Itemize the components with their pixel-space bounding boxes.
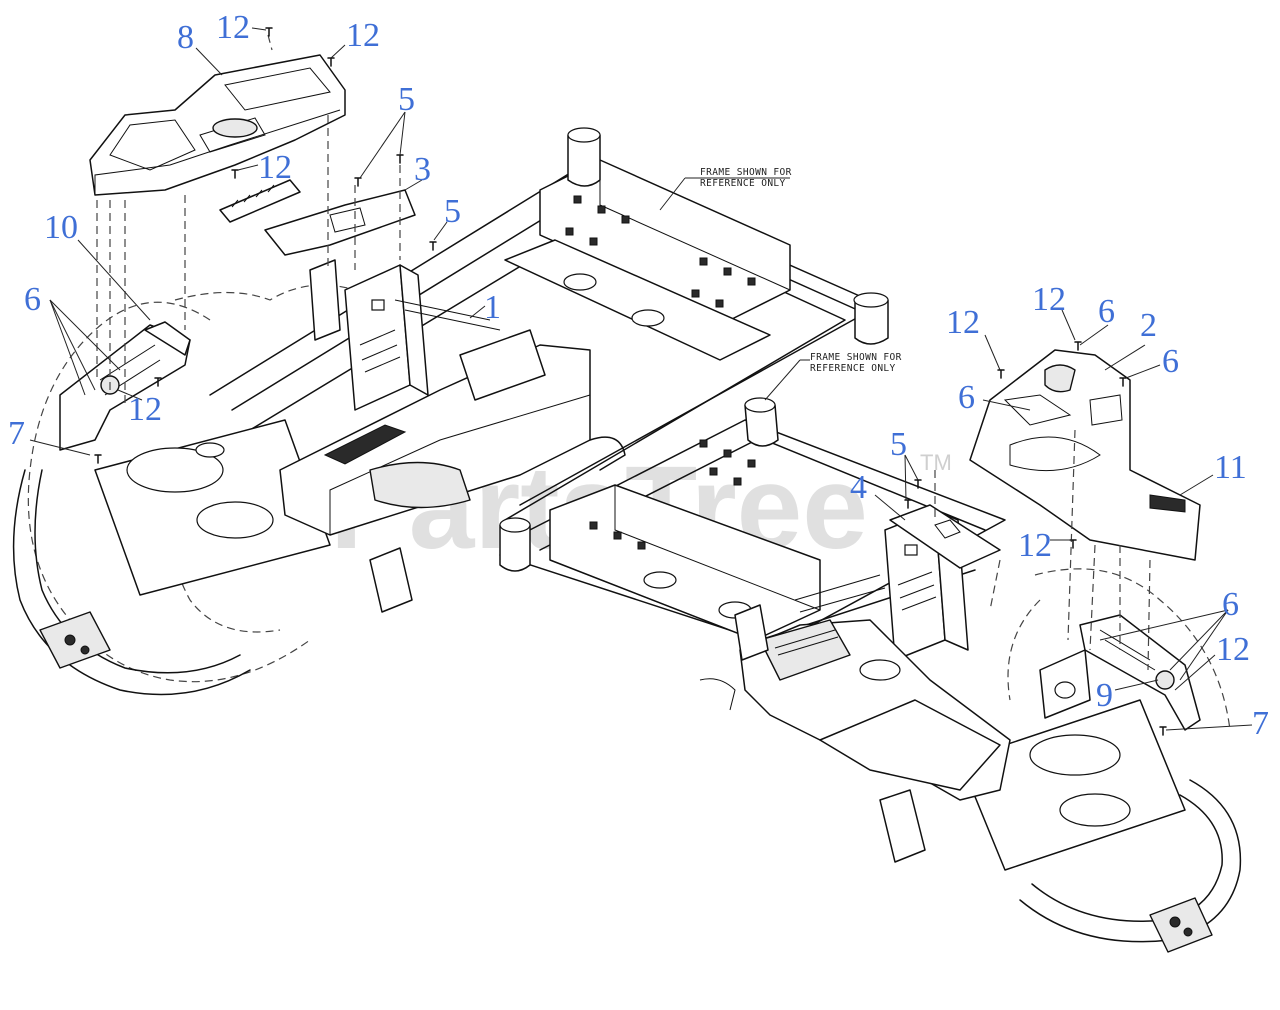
note-right-line1: FRAME SHOWN FOR: [810, 352, 902, 363]
part-4-bracket: [889, 504, 1001, 569]
part-3-bracket: [219, 179, 416, 256]
callout-label: 9: [1096, 677, 1113, 714]
watermark-trademark: TM: [920, 450, 952, 475]
leader-lines: [29, 27, 1253, 731]
callout-label: 7: [1252, 705, 1269, 742]
callout-label: 1: [484, 289, 501, 326]
part-8-console-cover: [89, 54, 346, 196]
callout-label: 2: [1140, 307, 1157, 344]
note-right-line2: REFERENCE ONLY: [810, 363, 896, 374]
part-9-side-panel: [1039, 614, 1201, 731]
steering-column-upper: [309, 259, 501, 411]
part-2-11-console-cover: [969, 349, 1201, 561]
callout-label: 5: [398, 81, 415, 118]
callout-label: 12: [1032, 281, 1066, 318]
note-frame-reference-left: FRAME SHOWN FOR REFERENCE ONLY: [700, 167, 792, 189]
callout-label: 5: [890, 426, 907, 463]
callout-label: 10: [44, 209, 78, 246]
frame-upper-holes: [565, 195, 756, 308]
callout-label: 4: [850, 469, 867, 506]
callout-label: 6: [1162, 343, 1179, 380]
callout-label: 11: [1214, 449, 1247, 486]
callout-label: 12: [1018, 527, 1052, 564]
assembly-lines-upper: [96, 34, 401, 405]
frame-lower-holes: [589, 439, 756, 550]
callout-label: 3: [414, 151, 431, 188]
callout-label: 5: [444, 193, 461, 230]
callout-label: 12: [258, 149, 292, 186]
callout-label: 7: [8, 415, 25, 452]
callout-label: 12: [128, 391, 162, 428]
fender-console-upper: [279, 329, 626, 536]
callout-label: 12: [946, 304, 980, 341]
frame-upper: [12, 127, 889, 696]
callout-label: 6: [1222, 586, 1239, 623]
callout-label: 6: [958, 379, 975, 416]
frame-lower: [369, 397, 1242, 953]
fender-console-lower: [699, 604, 1011, 801]
callout-label: 12: [1216, 631, 1250, 668]
note-frame-reference-right: FRAME SHOWN FOR REFERENCE ONLY: [810, 352, 902, 374]
callout-label: 12: [216, 9, 250, 46]
note-left-line2: REFERENCE ONLY: [700, 178, 786, 189]
callout-label: 12: [346, 17, 380, 54]
callout-label: 6: [1098, 293, 1115, 330]
callout-label: 6: [24, 281, 41, 318]
callouts: 12 12 8 12 5 3 5 10 1 6 12 7 12 6 2 12 6…: [8, 9, 1269, 742]
callout-label: 8: [177, 19, 194, 56]
note-left-line1: FRAME SHOWN FOR: [700, 167, 792, 178]
assembly-lines-lower: [934, 429, 1151, 671]
